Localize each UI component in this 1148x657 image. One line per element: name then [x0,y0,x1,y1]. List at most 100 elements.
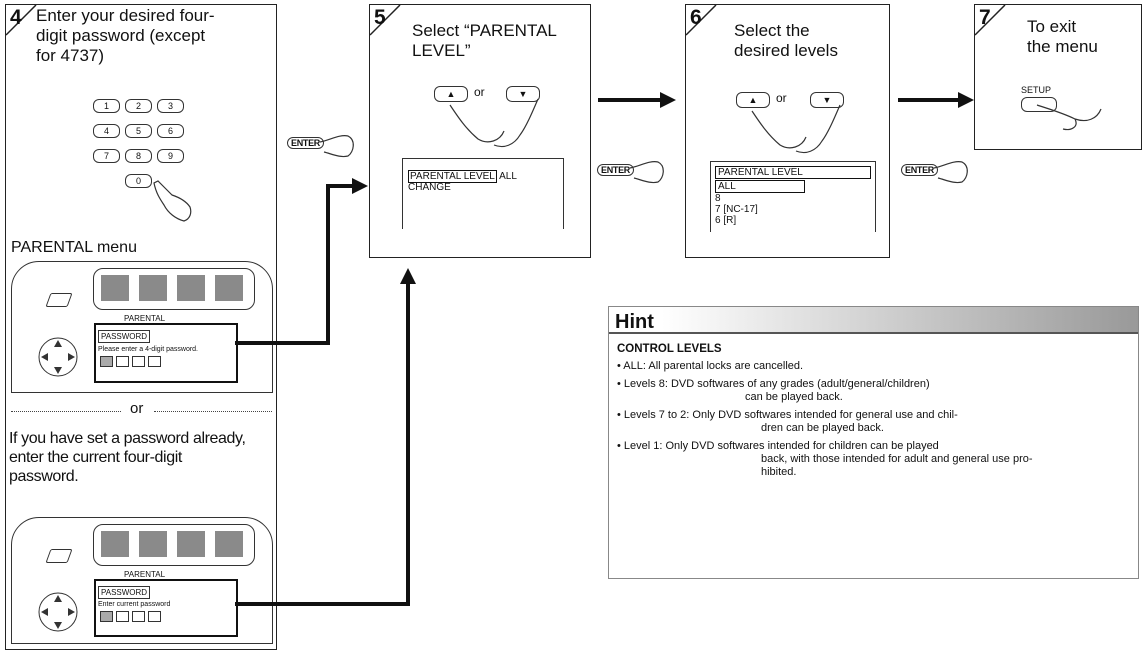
step-5-panel: 5 Select “PARENTAL LEVEL” ▲ or ▼ PARENTA… [369,4,591,258]
key-0[interactable]: 0 [125,174,152,188]
step-6-osd-text: PARENTAL LEVEL ALL 8 7 [NC-17] 6 [R] [715,166,871,226]
step-5-number: 5 [374,6,386,29]
enter-button-label-1: ENTER [287,137,325,149]
step-4-panel: 4 Enter your desired four- digit passwor… [5,4,277,650]
tv-2-tab: PARENTAL [124,570,166,579]
tv-2-thumb-4 [215,531,243,557]
key-4[interactable]: 4 [93,124,120,138]
pointing-hand-icon [629,161,664,184]
key-8[interactable]: 8 [125,149,152,163]
hint-header-bar [609,307,1138,334]
arrow-head-2 [400,268,416,284]
tv-2-thumb-2 [139,531,167,557]
tv-2-digit-box-1 [100,611,113,622]
step-4-number: 4 [10,6,22,29]
tv-2-digit-box-3 [132,611,145,622]
key-5[interactable]: 5 [125,124,152,138]
hint-item-level-1-line-3: hibited. [761,466,797,478]
step-7-instruction: To exit the menu [1027,17,1098,57]
hint-body: CONTROL LEVELS • ALL: All parental locks… [617,343,1132,484]
step-4-instruction: Enter your desired four- digit password … [36,6,215,66]
key-7[interactable]: 7 [93,149,120,163]
up-button-icon[interactable]: ▲ [736,92,770,108]
dpad-icon [38,337,78,377]
step-6-instruction: Select the desired levels [734,21,838,61]
level-option-6[interactable]: 6 [R] [715,215,737,226]
down-button-icon[interactable]: ▼ [810,92,844,108]
step-4-line-2: digit password (except [36,26,206,45]
tv-1-thumb-2 [139,275,167,301]
note-line-1: If you have set a password already, [9,430,246,447]
hint-item-level-8: • Levels 8: DVD softwares of any grades … [617,378,1132,404]
step-7-panel: 7 To exit the menu SETUP [974,4,1142,150]
key-2[interactable]: 2 [125,99,152,113]
arrow-head-1 [352,178,368,194]
pressing-hand-icon [153,180,192,222]
note-line-3: password. [9,468,79,485]
hint-item-level-7-2-line-2: dren can be played back. [761,422,884,434]
tv-1-digit-box-1 [100,356,113,367]
parental-menu-label: PARENTAL menu [11,239,137,256]
hint-item-level-8-line-2: can be played back. [745,391,843,403]
parental-level-option[interactable]: PARENTAL LEVEL [408,170,497,183]
step-6-line-2: desired levels [734,41,838,60]
step-5-line-1: Select “PARENTAL [412,21,557,40]
key-9[interactable]: 9 [157,149,184,163]
tv-1-tab: PARENTAL [124,314,166,323]
step-7-number: 7 [979,6,991,29]
key-6[interactable]: 6 [157,124,184,138]
change-option[interactable]: CHANGE [408,182,451,193]
hint-item-level-7-2: • Levels 7 to 2: Only DVD softwares inte… [617,409,1132,435]
tv-1-prompt: Please enter a 4-digit password. [98,346,198,353]
pointing-hand-icon [933,161,968,184]
hint-item-level-7-2-line-1: • Levels 7 to 2: Only DVD softwares inte… [617,409,958,421]
step-7-number-badge: 7 [975,5,1009,39]
tv-2-digit-box-4 [148,611,161,622]
hint-item-level-8-line-1: • Levels 8: DVD softwares of any grades … [617,378,930,390]
step-4-line-1: Enter your desired four- [36,6,215,25]
level-option-all[interactable]: ALL [715,180,805,193]
existing-password-note: If you have set a password already, ente… [9,429,246,486]
tv-1-digit-box-4 [148,356,161,367]
or-divider-right [154,411,272,412]
tv-1-password-field: PASSWORD [98,330,151,343]
arrow-tv1-to-step5 [235,184,358,345]
tv-2-digit-box-2 [116,611,129,622]
parental-level-header: PARENTAL LEVEL [715,166,871,179]
tv-1-thumb-1 [101,275,129,301]
pointing-hand-icon [319,135,354,158]
level-option-8[interactable]: 8 [715,193,721,204]
step-5-instruction: Select “PARENTAL LEVEL” [412,21,557,61]
enter-button-label-3: ENTER [901,164,939,176]
hint-box: Hint CONTROL LEVELS • ALL: All parental … [608,306,1139,579]
arrow-tv2-to-step5 [235,282,410,606]
pressing-hand-icon [1036,104,1102,131]
step-7-line-2: the menu [1027,37,1098,56]
key-1[interactable]: 1 [93,99,120,113]
tv-2-password-field: PASSWORD [98,586,151,599]
step-5-osd [402,158,564,229]
tv-2-thumb-1 [101,531,129,557]
down-button-icon[interactable]: ▼ [506,86,540,102]
tv-2-prompt: Enter current password [98,601,171,608]
hint-item-level-1: • Level 1: Only DVD softwares intended f… [617,440,1132,479]
tv-2-thumb-3 [177,531,205,557]
key-3[interactable]: 3 [157,99,184,113]
step-5-line-2: LEVEL” [412,41,471,60]
parental-level-value: ALL [499,171,517,182]
tv-1-thumb-3 [177,275,205,301]
arrow-head-4 [958,92,974,108]
up-button-icon[interactable]: ▲ [434,86,468,102]
enter-button-label-2: ENTER [597,164,635,176]
pressing-hand-icon [751,104,841,154]
hint-item-all: • ALL: All parental locks are cancelled. [617,360,1132,373]
step-6-number-badge: 6 [686,5,720,39]
tv-2-dialog [94,579,238,637]
step-6-or: or [776,91,787,105]
hint-title: Hint [615,311,654,333]
step-5-or: or [474,85,485,99]
hint-item-level-1-line-2: back, with those intended for adult and … [761,453,1033,465]
level-option-7[interactable]: 7 [NC-17] [715,204,758,215]
or-divider-left [11,411,121,412]
